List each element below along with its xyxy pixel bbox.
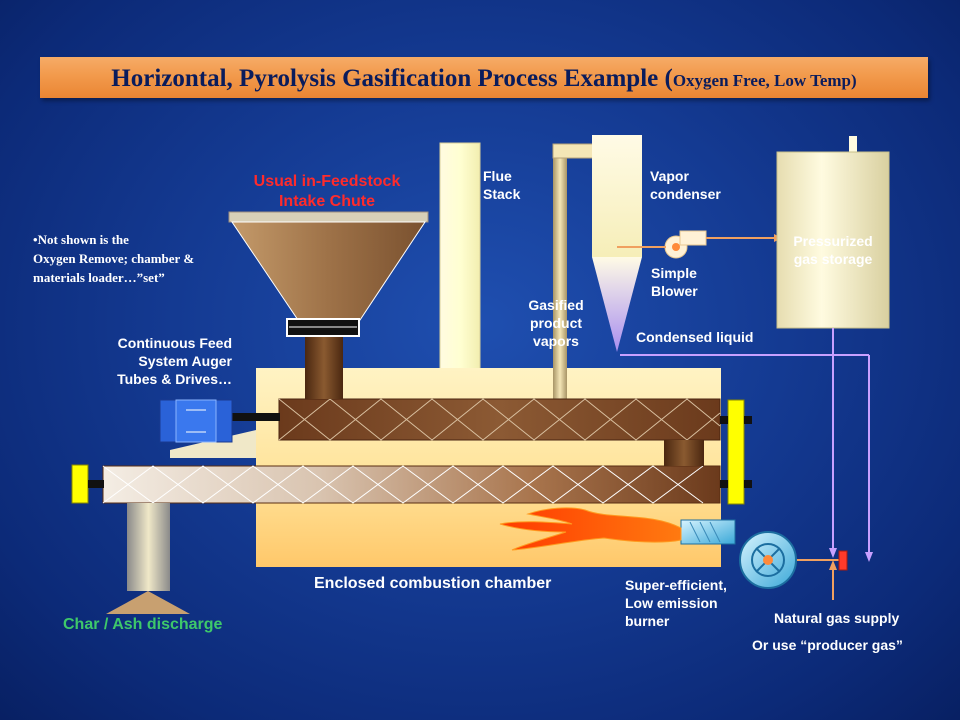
note-line-text: Not shown is the [37,232,129,247]
gasified-vapors-label-line: vapors [533,333,579,349]
right-end-cap [727,399,745,505]
burner-label: Super-efficient, Low emission burner [625,576,727,630]
note-text: •Not shown is the Oxygen Remove; chamber… [33,230,194,287]
page-title: Horizontal, Pyrolysis Gasification Proce… [40,65,928,93]
simple-blower-label-line: Simple [651,265,697,281]
condenser-cone [592,257,642,352]
ash-discharge-chute [127,503,170,591]
auger-label-line: System Auger [138,353,232,369]
title-sub: Oxygen Free, Low Temp) [672,71,857,90]
flue-stack-label-line: Flue [483,168,512,184]
drive-motor-face [175,399,217,443]
right-end-shaft [720,416,728,424]
drive-bracket [170,430,256,458]
right-end-bolt [744,480,752,488]
simple-blower-label: Simple Blower [651,264,698,300]
right-end-bolt [744,416,752,424]
gasified-vapors-label: Gasified product vapors [516,296,596,350]
pressurized-storage-label: Pressurized gas storage [777,232,889,268]
vapor-condenser-label-line: condenser [650,186,721,202]
intake-hopper [231,221,426,321]
blower-hub [672,243,680,251]
title-bar: Horizontal, Pyrolysis Gasification Proce… [40,57,928,98]
burner-label-line: Low emission [625,595,718,611]
gasified-vapors-label-line: product [529,315,583,331]
gas-valve [838,550,848,571]
intake-chute-label-line: Usual in-Feedstock [253,173,401,190]
blower-outlet [679,230,707,246]
simple-blower-label-line: Blower [651,283,698,299]
auger-label-line: Tubes & Drives… [117,371,232,387]
lower-auger-screw [102,465,704,504]
pressurized-storage-label-line: Pressurized [793,233,873,249]
tank-valve-top [849,136,857,154]
auger-transfer-duct [664,440,704,466]
condensed-liquid-label: Condensed liquid [636,329,754,345]
vapor-condenser-label-line: Vapor [650,168,689,184]
auger-label: Continuous Feed System Auger Tubes & Dri… [86,334,232,388]
arrow-up-supply [829,560,837,570]
vapor-pipe [553,152,567,400]
title-main: Horizontal, Pyrolysis Gasification Proce… [111,65,673,92]
left-end-shaft [88,480,104,488]
hopper-neck [305,337,343,399]
burner-blower-ring [751,543,785,577]
pressurized-storage-label-line: gas storage [793,251,873,267]
ash-pile [106,591,190,614]
drive-shaft [232,413,280,421]
flame-icon [499,507,682,551]
upper-auger-screw [278,398,721,441]
note-line: Oxygen Remove; chamber & [33,251,195,266]
intake-chute-label-line: Intake Chute [278,193,375,210]
arrow-down-supply [829,548,837,558]
flue-stack-label-line: Stack [483,186,521,202]
combustion-chamber-label: Enclosed combustion chamber [314,575,552,592]
burner-blower-hub [763,555,773,565]
burner-nozzle [680,519,736,545]
natural-gas-label: Natural gas supply [774,610,900,626]
auger-label-line: Continuous Feed [117,335,232,351]
vapor-condenser-label: Vapor condenser [650,167,721,203]
burner-label-line: burner [625,613,670,629]
burner-label-line: Super-efficient, [625,577,727,593]
producer-gas-label: Or use “producer gas” [752,637,903,653]
flue-stack-label: Flue Stack [483,167,520,203]
note-line: materials loader…”set” [33,270,165,285]
char-ash-label: Char / Ash discharge [63,616,223,633]
right-end-shaft [720,480,728,488]
upper-auger-tube [278,398,721,441]
left-end-cap [71,464,89,504]
hopper-rim [228,211,429,223]
gasified-vapors-label-line: Gasified [528,297,584,313]
flue-stack [439,142,481,371]
note-line: •Not shown is the [33,232,129,247]
intake-chute-label: Usual in-Feedstock Intake Chute [229,172,425,212]
vapor-condenser [592,135,642,257]
arrow-down-liquid [865,552,873,562]
